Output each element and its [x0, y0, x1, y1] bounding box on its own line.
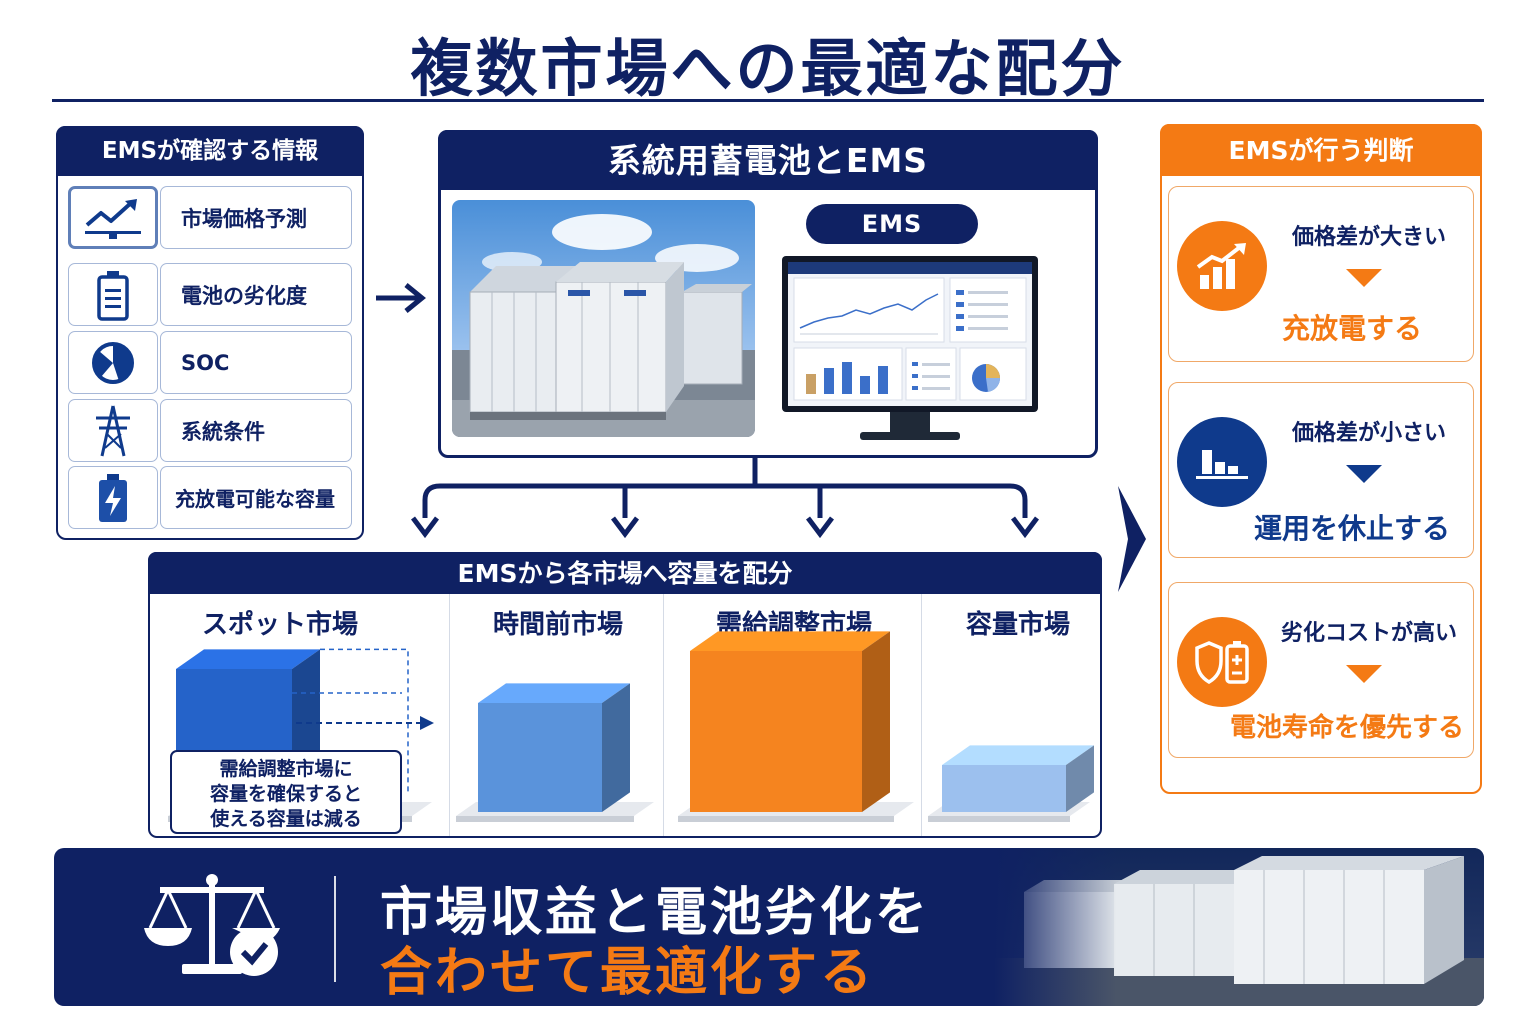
market-column-spot: [150, 594, 450, 836]
market-name-intraday: 時間前市場: [492, 610, 623, 640]
input-item-label: 市場価格予測: [160, 186, 352, 249]
input-item-available-capacity: 充放電可能な容量: [68, 466, 352, 529]
summary-banner: [54, 848, 1484, 1006]
market-block-top: [942, 745, 1094, 765]
balance-scale-check-icon: [144, 874, 280, 976]
decision-result: 充放電する: [1281, 312, 1422, 345]
battery-site-photo: [994, 848, 1484, 1006]
battery-container-photo: [452, 200, 755, 437]
allocation-panel-header: EMSから各市場へ容量を配分: [148, 552, 1102, 594]
market-block-side: [602, 683, 630, 812]
decision-arrow-icon: [1346, 465, 1382, 483]
decision-result: 運用を休止する: [1253, 512, 1450, 545]
banner-line-2: 合わせて最適化する: [380, 943, 876, 1003]
market-column-intraday: [450, 594, 664, 836]
ghost-block-outline: [320, 648, 409, 793]
decision-condition: 価格差が大きい: [1291, 225, 1446, 250]
input-item-price-forecast: 市場価格予測: [68, 186, 352, 249]
ems-label: EMS: [806, 204, 978, 244]
flow-chevron-right: [1118, 486, 1146, 592]
shift-arrow-head: [420, 716, 434, 730]
note-line: 使える容量は減る: [210, 808, 362, 830]
market-base-plate-edge: [456, 816, 634, 822]
market-block-side: [1066, 745, 1094, 812]
inputs-panel-header: EMSが確認する情報: [56, 126, 364, 176]
decision-arrow-icon: [1346, 269, 1382, 287]
market-base-plate-edge: [678, 816, 894, 822]
market-name-spot: スポット市場: [201, 610, 358, 640]
title-divider: [52, 99, 1484, 102]
decision-result: 電池寿命を優先する: [1229, 713, 1464, 743]
market-block-side: [862, 631, 890, 812]
market-block-top: [478, 683, 630, 703]
market-column-balancing: [664, 594, 922, 836]
input-item-label: SOC: [160, 331, 352, 394]
market-base-plate-edge: [928, 816, 1070, 822]
decision-condition: 価格差が小さい: [1291, 421, 1446, 446]
note-line: 需給調整市場に: [219, 758, 353, 780]
input-item-label: 系統条件: [160, 399, 352, 462]
trend-chart-icon: [68, 186, 158, 249]
banner-divider: [334, 876, 336, 982]
page-title: 複数市場への最適な配分: [410, 32, 1126, 105]
decision-arrow-icon: [1346, 665, 1382, 683]
note-line: 容量を確保すると: [209, 783, 362, 805]
input-item-label: 充放電可能な容量: [160, 466, 352, 529]
decision-small-spread: 価格差が小さい 運用を休止する: [1168, 382, 1474, 558]
capacity-note: 需給調整市場に 容量を確保すると 使える容量は減る: [170, 750, 402, 834]
battery-icon: [68, 263, 158, 326]
pie-chart-icon: [68, 331, 158, 394]
input-item-grid-conditions: 系統条件: [68, 399, 352, 462]
ems-dashboard-monitor: [782, 256, 1038, 446]
decision-large-spread: 価格差が大きい 充放電する: [1168, 186, 1474, 362]
bar-growth-icon: [1177, 221, 1267, 311]
market-block-front: [942, 765, 1066, 812]
decision-high-degradation: 劣化コストが高い 電池寿命を優先する: [1168, 582, 1474, 758]
low-bars-icon: [1177, 417, 1267, 507]
input-item-battery-degradation: 電池の劣化度: [68, 263, 352, 326]
battery-charge-icon: [68, 466, 158, 529]
decision-panel-header: EMSが行う判断: [1160, 124, 1482, 176]
market-name-capacity: 容量市場: [965, 610, 1070, 640]
transmission-tower-icon: [68, 399, 158, 462]
input-item-label: 電池の劣化度: [160, 263, 352, 326]
market-block-front: [690, 651, 862, 812]
shield-battery-icon: [1177, 617, 1267, 707]
banner-line-1: 市場収益と電池劣化を: [380, 883, 931, 943]
center-panel-header: 系統用蓄電池とEMS: [438, 130, 1098, 190]
market-block-top: [176, 649, 320, 669]
decision-condition: 劣化コストが高い: [1280, 621, 1457, 646]
allocation-branch-arrows: [411, 458, 1039, 539]
market-block-front: [478, 703, 602, 812]
flow-arrow-right: [376, 283, 426, 313]
input-item-soc: SOC: [68, 331, 352, 394]
market-block-top: [690, 631, 890, 651]
